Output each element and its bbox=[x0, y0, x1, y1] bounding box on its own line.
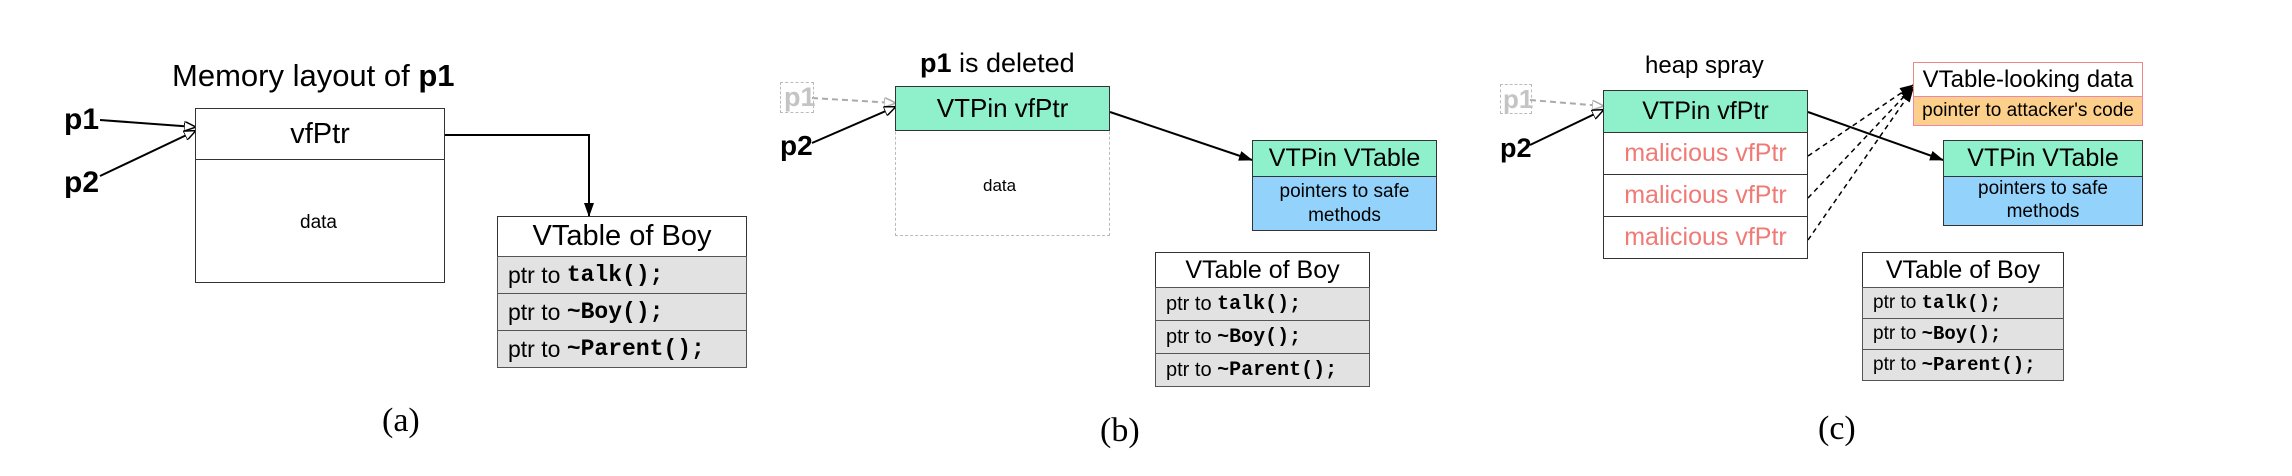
vtable-row-b-2: ptr to ~Boy(); bbox=[1155, 320, 1370, 354]
p1-label-c-deleted: p1 bbox=[1500, 84, 1533, 114]
caption-c: (c) bbox=[1818, 410, 1856, 447]
vtable-title-a: VTable of Boy bbox=[497, 216, 747, 257]
p2-label-b: p2 bbox=[780, 130, 813, 161]
panel-c-title: heap spray bbox=[1645, 52, 1764, 79]
caption-a: (a) bbox=[382, 402, 420, 439]
p1-label-a: p1 bbox=[64, 103, 100, 136]
panel-a-title: Memory layout of p1 bbox=[172, 58, 455, 93]
data-label-a: data bbox=[300, 212, 337, 233]
p1-label-b-deleted: p1 bbox=[780, 82, 816, 113]
p2-label-c: p2 bbox=[1500, 133, 1532, 163]
vtable-row-c-3: ptr to ~Parent(); bbox=[1862, 349, 2064, 381]
vtable-row-c-2: ptr to ~Boy(); bbox=[1862, 318, 2064, 350]
vtpin-vfptr-cell-b: VTPin vfPtr bbox=[895, 86, 1110, 131]
p2-label-a: p2 bbox=[64, 166, 100, 199]
vtable-row-a-3: ptr to ~Parent(); bbox=[497, 330, 747, 368]
vtpin-vfptr-cell-c: VTPin vfPtr bbox=[1603, 90, 1808, 133]
vtable-looking-data: VTable-looking data bbox=[1913, 62, 2143, 97]
malicious-vfptr-2: malicious vfPtr bbox=[1603, 174, 1808, 217]
data-label-b: data bbox=[983, 176, 1017, 195]
attacker-code-pointer: pointer to attacker's code bbox=[1913, 96, 2143, 126]
malicious-vfptr-3: malicious vfPtr bbox=[1603, 216, 1808, 259]
caption-b: (b) bbox=[1100, 412, 1140, 449]
vtable-row-b-3: ptr to ~Parent(); bbox=[1155, 353, 1370, 387]
vtpin-vtable-title-c: VTPin VTable bbox=[1943, 140, 2143, 177]
vtpin-vtable-title-b: VTPin VTable bbox=[1252, 140, 1437, 177]
panel-b-title: p1 is deleted bbox=[920, 48, 1075, 78]
p2-arrow-b bbox=[811, 107, 895, 144]
vfptr-to-vtpin-vtable-arrow-c bbox=[1807, 111, 1944, 161]
vtable-title-b: VTable of Boy bbox=[1155, 252, 1370, 288]
vfptr-cell-a: vfPtr bbox=[195, 108, 445, 160]
p2-arrow-c bbox=[1529, 110, 1603, 146]
vfptr-to-vtpin-vtable-arrow-b bbox=[1109, 111, 1253, 161]
vtable-row-a-2: ptr to ~Boy(); bbox=[497, 293, 747, 331]
safe-methods-b: pointers to safe methods bbox=[1252, 176, 1437, 231]
vfptr-to-vtable-arrow-a bbox=[445, 134, 594, 217]
malicious-arrow-2 bbox=[1807, 86, 1914, 199]
p1-arrow-a bbox=[99, 119, 195, 127]
vtable-row-a-1: ptr to talk(); bbox=[497, 256, 747, 294]
malicious-vfptr-1: malicious vfPtr bbox=[1603, 132, 1808, 175]
vtable-row-b-1: ptr to talk(); bbox=[1155, 287, 1370, 321]
malicious-arrow-1 bbox=[1807, 84, 1914, 157]
safe-methods-c: pointers to safe methods bbox=[1943, 176, 2143, 226]
vtable-row-c-1: ptr to talk(); bbox=[1862, 287, 2064, 319]
vtable-title-c: VTable of Boy bbox=[1862, 252, 2064, 288]
p2-arrow-a bbox=[99, 131, 195, 177]
malicious-arrow-3 bbox=[1807, 88, 1914, 241]
p1-arrow-b bbox=[811, 97, 895, 103]
p1-arrow-c bbox=[1529, 99, 1603, 106]
